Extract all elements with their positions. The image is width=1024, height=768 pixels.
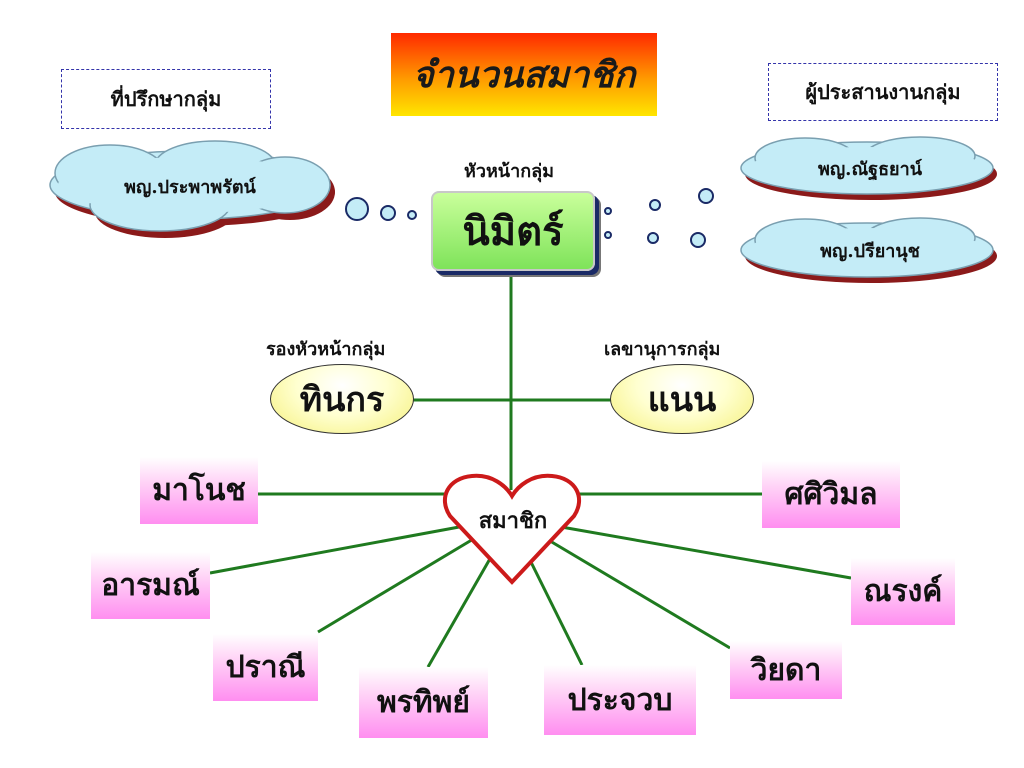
thought-bubbles-left [345,197,417,221]
secretary-ellipse: แนน [610,364,754,434]
line-narong [549,523,852,580]
member-box: ปราณี [213,634,318,701]
coordinator-name-1: พญ.ณัฐธยาน์ [817,158,923,180]
member-name: ปราณี [225,650,306,685]
line-pranee [317,533,481,634]
coordinator-cloud-1 [740,136,997,200]
line-wiyada [539,533,731,650]
member-name: วิยดา [750,652,822,688]
coordinator-name-2: พญ.ปรียานุช [820,240,920,262]
member-box: วิยดา [730,641,842,699]
member-box: ณรงค์ [851,558,955,625]
member-name: ศศิวิมล [784,477,878,512]
leader-role-label: หัวหน้ากลุ่ม [463,161,555,182]
deputy-ellipse: ทินกร [270,364,414,434]
member-name: มาโนช [152,473,246,508]
member-box: พรทิพย์ [359,667,488,738]
line-prajuab [523,549,584,666]
advisor-name: พญ.ประพาพรัตน์ [124,176,256,198]
line-porntip [426,549,497,668]
member-box: ประจวบ [544,665,696,735]
members-hub-label: สมาชิก [478,508,548,534]
member-name: พรทิพย์ [376,685,471,720]
member-name: ณรงค์ [863,574,943,609]
deputy-name: ทินกร [299,380,385,420]
advisor-heading-box: ที่ปรึกษากลุ่ม [61,69,271,129]
coordinator-heading-box: ผู้ประสานงานกลุ่ม [768,63,998,121]
page-title: จำนวนสมาชิก [391,33,657,116]
member-box: มาโนช [140,457,258,524]
secretary-role-label: เลขานุการกลุ่ม [604,339,721,360]
secretary-name: แนน [647,380,717,420]
advisor-heading: ที่ปรึกษากลุ่ม [110,87,222,111]
member-name: อารมณ์ [101,568,200,603]
line-arom [209,523,471,575]
coordinator-cloud-2 [740,217,997,283]
advisor-cloud [49,140,335,238]
coordinator-heading: ผู้ประสานงานกลุ่ม [805,80,961,104]
leader-box: นิมิตร์ [431,191,595,271]
members-heart-icon [443,473,581,585]
leader-name: นิมิตร์ [462,208,564,255]
member-box: ศศิวิมล [762,461,900,528]
member-box: อารมณ์ [91,552,210,619]
deputy-role-label: รองหัวหน้ากลุ่ม [266,339,386,360]
member-name: ประจวบ [567,682,673,718]
thought-bubbles-right [604,188,714,248]
